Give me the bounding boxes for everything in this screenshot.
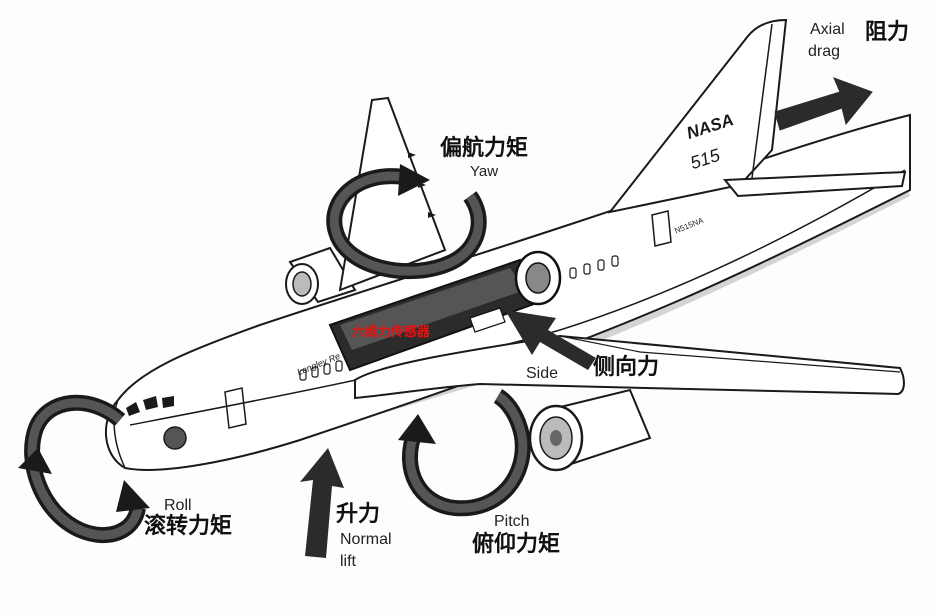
normal-lift-arrow — [300, 448, 344, 558]
axial-label-en-2: drag — [808, 43, 841, 60]
near-wing — [354, 334, 905, 400]
pitch-label-zh: 俯仰力矩 — [472, 532, 561, 557]
pitch-moment-arrow — [398, 389, 531, 517]
yaw-moment-arrow — [326, 164, 487, 280]
axial-label-zh: 阻力 — [865, 20, 910, 45]
side-force-arrow — [505, 310, 596, 370]
lift-label-en-1: Normal — [340, 531, 392, 548]
far-engine — [285, 246, 357, 305]
rear-door — [651, 210, 672, 247]
near-engine — [528, 388, 652, 472]
vertical-stabilizer — [607, 18, 788, 214]
axial-drag-arrow — [774, 77, 873, 131]
horizontal-stabilizer — [722, 170, 907, 198]
nose-cone — [113, 399, 126, 469]
lift-label-en-2: lift — [340, 553, 356, 570]
rudder-line — [751, 23, 773, 179]
yaw-label-zh: 偏航力矩 — [440, 136, 529, 161]
side-label-en: Side — [526, 365, 559, 382]
sensor-label: 六维力传感器 — [352, 325, 431, 340]
yaw-label-en: Yaw — [470, 163, 499, 180]
roll-moment-arrow — [18, 394, 150, 544]
cabin-windows — [299, 255, 619, 381]
fuselage-cheatline — [129, 169, 906, 426]
axial-label-en-1: Axial — [810, 21, 845, 38]
sensor-housing — [328, 250, 562, 372]
lift-label-zh: 升力 — [336, 502, 381, 527]
roll-label-en: Roll — [164, 497, 192, 514]
nasa-logo — [163, 426, 187, 450]
roll-label-zh: 滚转力矩 — [144, 514, 233, 539]
pitch-label-en: Pitch — [494, 513, 530, 530]
front-door — [224, 387, 247, 429]
side-label-zh: 侧向力 — [593, 355, 660, 380]
cockpit-windows — [126, 396, 174, 416]
near-wing-flap-line — [559, 335, 901, 373]
